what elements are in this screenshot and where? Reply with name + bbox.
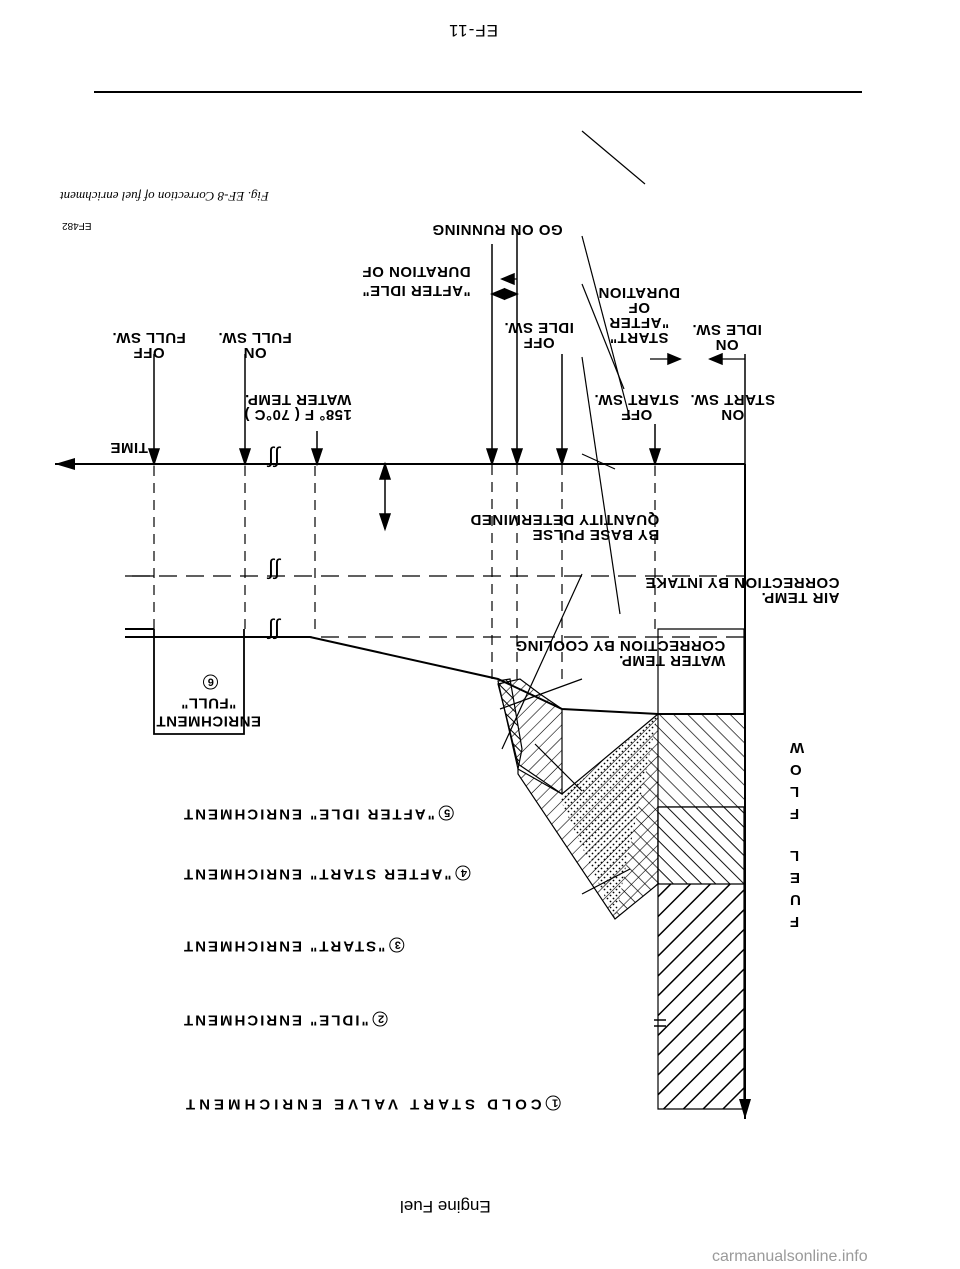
water-cooling-line-2: WATER TEMP. (618, 652, 726, 669)
water-cooling-line-1: CORRECTION BY COOLING (515, 637, 726, 654)
fuel-flow-letter-f2: F (790, 805, 800, 822)
start-sw-on-label: ON START SW. (690, 391, 776, 423)
figure-caption: Fig. EF-8 Correction of fuel enrichment (60, 189, 269, 204)
duration-after-start-line-3: "AFTER (608, 314, 670, 331)
annotation-text-2: "IDLE" ENRICHMENT (182, 1011, 369, 1029)
go-on-running-label: GO ON RUNNING (432, 221, 563, 238)
page-code: EF-11 (448, 21, 499, 40)
time-axis-arrow (55, 458, 75, 470)
full-enrichment-line-1: "FULL" (180, 694, 237, 712)
start-sw-off-name: START SW. (594, 391, 680, 408)
duration-after-idle-line-1: DURATION OF (362, 263, 471, 280)
annotation-cold-start-valve: 1COLD START VALVE ENRICHMENT (182, 1095, 561, 1113)
fuel-flow-letter-e: E (790, 869, 801, 886)
full-enrichment-box (153, 629, 245, 735)
start-sw-on-state: ON (720, 406, 745, 423)
start-sw-off-state: OFF (620, 406, 653, 423)
annotation-after-idle: 5"AFTER IDLE" ENRICHMENT (182, 805, 454, 823)
full-enrichment-label: ENRICHMENT "FULL" 6 (156, 675, 261, 730)
annotation-number-3: 3 (389, 938, 405, 953)
annotation-text-3: "START" ENRICHMENT (182, 937, 386, 955)
annotation-number-1: 1 (545, 1096, 561, 1111)
event-markers (147, 229, 746, 532)
figure-code: EF482 (62, 220, 92, 231)
section-title: Engine Fuel (400, 1197, 491, 1216)
annotation-text-1: COLD START VALVE ENRICHMENT (182, 1095, 542, 1113)
duration-after-start-line-2: OF (628, 299, 650, 316)
full-sw-on-label: ON FULL SW. (218, 329, 292, 361)
base-pulse-line-1: QUANTITY DETERMINED (470, 511, 660, 528)
annotation-after-start: 4"AFTER START" ENRICHMENT (182, 865, 471, 883)
annotation-leaders (499, 130, 646, 895)
duration-after-start-line-1: DURATION (598, 284, 681, 301)
annotation-start: 3"START" ENRICHMENT (182, 937, 405, 955)
start-enrichment-area (560, 714, 658, 919)
start-sw-on-name: START SW. (690, 391, 776, 408)
annotation-number-4: 4 (455, 866, 471, 881)
fuel-flow-letter-f1: F (790, 913, 800, 930)
after-idle-area (497, 678, 523, 770)
fuel-flow-letter-l1: L (790, 847, 800, 864)
base-pulse-band-label: BY BASE PULSE QUANTITY DETERMINED (470, 511, 660, 543)
water-temp-value: 158° F ( 70°C ) (244, 406, 352, 423)
full-sw-off-state: OFF (133, 344, 165, 361)
svg-text:∫∫: ∫∫ (266, 558, 282, 583)
full-enrichment-line-2: ENRICHMENT (156, 712, 261, 730)
water-temp-event-label: 158° F ( 70°C ) WATER TEMP. (244, 391, 352, 423)
duration-after-start-label: START" "AFTER OF DURATION (598, 284, 681, 346)
idle-sw-on-label: ON IDLE SW. (692, 321, 762, 353)
base-pulse-line-2: BY BASE PULSE (532, 526, 660, 543)
annotation-idle: 2"IDLE" ENRICHMENT (182, 1011, 388, 1029)
full-enrichment-number: 6 (203, 675, 218, 690)
intake-air-band-label: AIR TEMP. CORRECTION BY INTAKE (645, 574, 840, 606)
full-sw-off-name: FULL SW. (112, 329, 186, 346)
duration-after-idle-label: "AFTER IDLE" DURATION OF (362, 263, 471, 299)
annotation-number-5: 5 (438, 806, 454, 821)
duration-after-idle-line-2: "AFTER IDLE" (362, 282, 471, 299)
svg-text:∫∫: ∫∫ (266, 446, 282, 471)
start-sw-off-label: OFF START SW. (594, 391, 680, 423)
fuel-curve (270, 636, 744, 715)
fuel-flow-letter-o: O (790, 761, 802, 778)
full-sw-on-name: FULL SW. (218, 329, 292, 346)
fuel-flow-letter-l2: L (790, 783, 800, 800)
intake-air-line-2: AIR TEMP. (761, 589, 840, 606)
watermark: carmanualsonline.info (712, 1248, 868, 1265)
intake-air-line-1: CORRECTION BY INTAKE (645, 574, 840, 591)
full-sw-off-label: OFF FULL SW. (112, 329, 186, 361)
full-sw-on-state: ON (243, 344, 267, 361)
annotation-text-5: "AFTER IDLE" ENRICHMENT (182, 805, 435, 823)
svg-text:∫∫: ∫∫ (266, 618, 282, 643)
duration-after-start-line-4: START" (609, 329, 669, 346)
idle-sw-on-name: IDLE SW. (692, 321, 762, 338)
water-temp-name: WATER TEMP. (244, 391, 352, 408)
idle-sw-off-name: IDLE SW. (504, 319, 574, 336)
water-cooling-band-label: WATER TEMP. CORRECTION BY COOLING (515, 637, 726, 669)
idle-sw-off-label: OFF IDLE SW. (504, 319, 574, 351)
fuel-flow-letter-w: W (790, 739, 805, 756)
time-axis-label: TIME (110, 439, 148, 456)
idle-sw-off-state: OFF (523, 334, 555, 351)
annotation-text-4: "AFTER START" ENRICHMENT (182, 865, 452, 883)
idle-sw-on-state: ON (715, 336, 739, 353)
fuel-flow-letter-u: U (790, 891, 801, 908)
annotation-number-2: 2 (372, 1012, 388, 1027)
